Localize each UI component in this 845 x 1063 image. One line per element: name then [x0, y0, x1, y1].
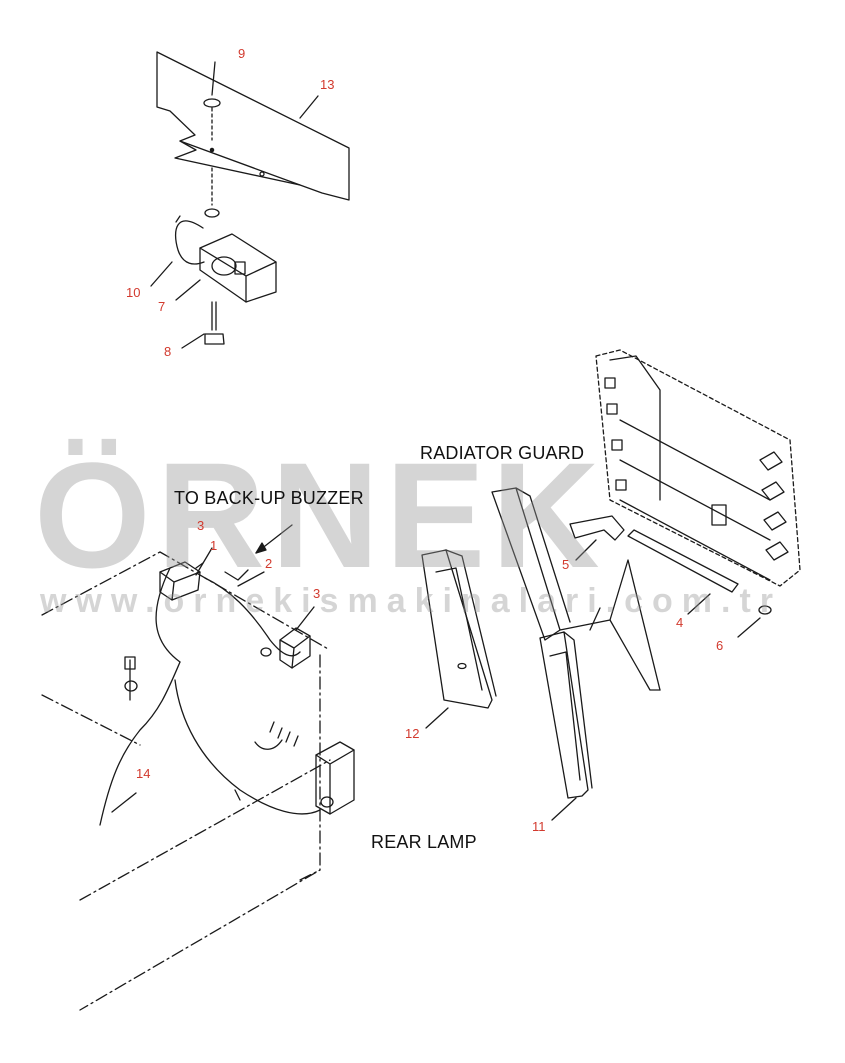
callout-9: 9: [238, 46, 246, 61]
guard-panel-part-12: [421, 549, 497, 709]
label-to-backup-buzzer: TO BACK-UP BUZZER: [174, 488, 364, 508]
callout-1: 1: [210, 538, 218, 553]
rear-lamp-part-7: [174, 167, 277, 303]
callout-7: 7: [158, 299, 166, 314]
watermark-url: www.ornekismakinalari.com.tr: [40, 582, 783, 620]
callout-3-lower: 3: [313, 586, 321, 601]
callout-8: 8: [164, 344, 172, 359]
callout-11: 11: [532, 819, 546, 834]
relay-part-3-upper: [159, 561, 201, 601]
wiring-harness-part-14: [99, 567, 321, 826]
guard-panel-part-11: [539, 631, 593, 799]
mounting-plate-part-13: [156, 51, 350, 201]
rear-body-outline: [41, 551, 331, 1011]
callout-2: 2: [265, 556, 273, 571]
buzzer-arrow: [255, 524, 293, 554]
callout-13: 13: [320, 77, 335, 92]
guard-frame: [491, 487, 661, 691]
label-rear-lamp: REAR LAMP: [371, 832, 477, 852]
callout-4: 4: [676, 615, 684, 630]
callout-14: 14: [136, 766, 151, 781]
radiator-core: [595, 349, 801, 587]
callout-3-upper: 3: [197, 518, 205, 533]
plug-part-6: [758, 605, 772, 615]
callout-6: 6: [716, 638, 724, 653]
relay-part-3-lower: [260, 627, 311, 669]
callout-12: 12: [405, 726, 420, 741]
callout-5: 5: [562, 557, 570, 572]
hose-part-5: [569, 515, 625, 541]
label-radiator-guard: RADIATOR GUARD: [420, 443, 585, 463]
rear-lamp-assembly: [315, 741, 355, 815]
bolt-part-8: [204, 301, 225, 345]
watermark-logo: ÖRNEK: [34, 431, 606, 599]
seal-strip-part-4: [627, 529, 739, 593]
callout-10: 10: [126, 285, 141, 300]
